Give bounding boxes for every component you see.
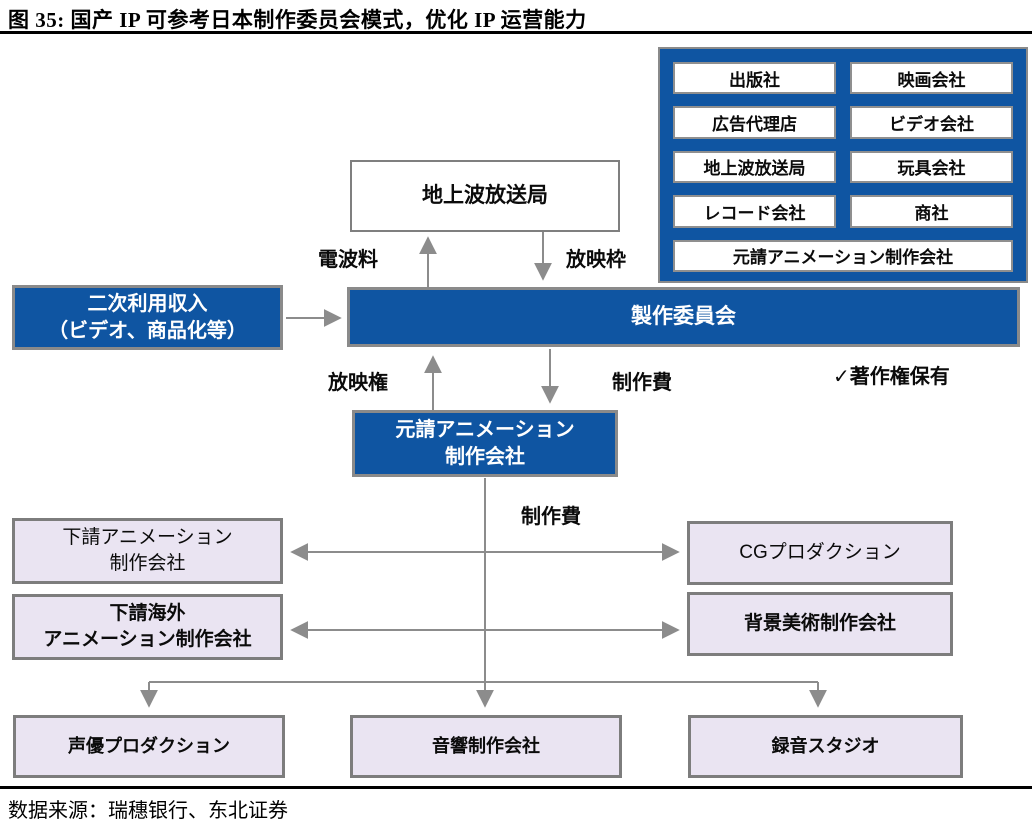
- member-video-company: ビデオ会社: [850, 106, 1013, 139]
- member-film-company: 映画会社: [850, 62, 1013, 95]
- copyright-held-note: ✓著作権保有: [833, 366, 950, 388]
- subcontractor-box: 下請アニメーション 制作会社: [12, 518, 283, 584]
- committee-members-cluster: 出版社 映画会社 広告代理店 ビデオ会社 地上波放送局 玩具会社 レコード会社 …: [658, 47, 1028, 283]
- production-fee-lower-label: 制作費: [521, 506, 581, 528]
- member-ad-agency: 広告代理店: [673, 106, 836, 139]
- member-trading-company: 商社: [850, 195, 1013, 228]
- data-source: 数据来源：瑞穗银行、东北证券: [8, 800, 288, 822]
- source-divider: [0, 786, 1032, 789]
- member-record-company: レコード会社: [673, 195, 836, 228]
- airwave-fee-label: 電波料: [318, 249, 378, 271]
- overseas-subcontractor-box: 下請海外 アニメーション制作会社: [12, 594, 283, 660]
- sound-production-box: 音響制作会社: [350, 715, 622, 778]
- broadcast-rights-label: 放映権: [328, 372, 388, 394]
- broadcast-slot-label: 放映枠: [566, 249, 626, 271]
- prime-contractor-box: 元請アニメーション 制作会社: [352, 410, 618, 477]
- voice-production-box: 声優プロダクション: [13, 715, 285, 778]
- recording-studio-box: 録音スタジオ: [688, 715, 963, 778]
- member-broadcaster: 地上波放送局: [673, 150, 836, 184]
- figure-title: 图 35: 国产 IP 可参考日本制作委员会模式，优化 IP 运营能力: [8, 8, 587, 32]
- title-underline: [0, 31, 1032, 34]
- cg-production-box: CGプロダクション: [687, 521, 953, 585]
- member-publisher: 出版社: [673, 62, 836, 95]
- member-prime-animation-studio: 元請アニメーション制作会社: [673, 239, 1013, 272]
- committee-box: 製作委員会: [347, 287, 1020, 347]
- secondary-income-box: 二次利用収入 （ビデオ、商品化等）: [12, 285, 283, 350]
- background-art-box: 背景美術制作会社: [687, 592, 953, 656]
- member-toy-company: 玩具会社: [850, 150, 1013, 184]
- broadcaster-box: 地上波放送局: [350, 160, 620, 232]
- production-fee-upper-label: 制作費: [612, 372, 672, 394]
